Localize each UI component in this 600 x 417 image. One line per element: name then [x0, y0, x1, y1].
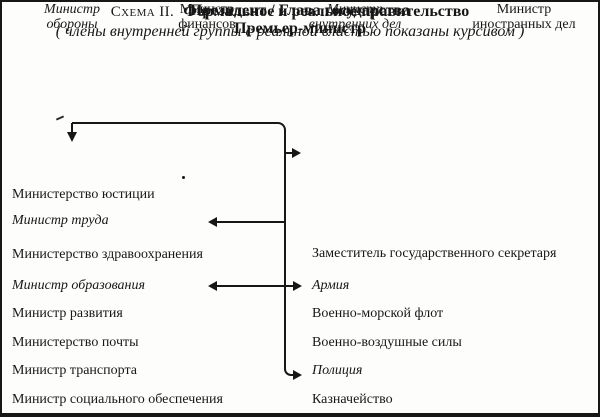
navy: Военно-морской флот [312, 306, 444, 321]
arrow-to-defense-head [67, 132, 77, 142]
ministry-justice: Министерство юстиции [12, 187, 155, 202]
minister-foreign-line2: иностранных дел [472, 17, 576, 32]
title-line-1: Схема II. Формальное и реальное правитель… [2, 2, 578, 22]
minister-finance-line1: Министр [179, 2, 235, 17]
treasury: Казначейство [312, 392, 393, 407]
arrow-to-interior-head [292, 148, 301, 158]
army: Армия [312, 278, 350, 293]
minister-defense-line2: обороны [46, 17, 98, 32]
minister-finance-line2: финансов [178, 17, 236, 32]
minister-development: Министр развития [12, 306, 123, 321]
ministry-post: Министерство почты [12, 335, 139, 350]
title-subtitle: ( члены внутренней группы с реальной вла… [55, 23, 525, 40]
schema-label: Схема II. [110, 4, 175, 20]
arrow-to-labor-shaft [216, 221, 284, 223]
minister-defense-line1: Министр [44, 2, 100, 17]
air-force: Военно-воздушные силы [312, 335, 462, 350]
minister-labor: Министр труда [12, 213, 109, 228]
premier-line: Премьер-министр [234, 20, 366, 37]
figure-title: Схема II. Формальное и реальное правитель… [2, 2, 598, 42]
arrow-army-head [293, 281, 302, 291]
bracket-line [72, 122, 286, 368]
print-tick-artifact [55, 115, 65, 121]
ministry-health: Министерство здравоохранения [12, 247, 203, 262]
minister-foreign: Министр иностранных дел [448, 2, 598, 32]
arrow-to-interior-shaft [286, 152, 293, 154]
minister-finance: Министр финансов [155, 2, 259, 32]
arrow-to-police-elbow [284, 360, 296, 376]
minister-social-security: Министр социального обеспечения [12, 392, 223, 407]
minister-education: Министр образования [12, 278, 145, 293]
arrow-to-defense-shaft [71, 123, 73, 133]
president-line: Президент / Глава государства [189, 2, 411, 19]
government-head: Президент / Глава государства Премьер-ми… [2, 2, 598, 38]
arrow-to-labor-head [208, 217, 217, 227]
print-dot-artifact [182, 176, 185, 179]
minister-interior-line1: Министр [327, 2, 383, 17]
arrow-education-army-shaft [216, 285, 294, 287]
minister-foreign-line1: Министр [496, 2, 552, 17]
minister-defense: Министр обороны [20, 2, 124, 32]
title-main: Формальное и реальное правительство [183, 3, 470, 20]
minister-interior-line2: внутренних дел [308, 17, 402, 32]
arrow-education-head [208, 281, 217, 291]
arrow-to-police-head [293, 370, 302, 380]
minister-interior: Министр внутренних дел [289, 2, 421, 32]
police: Полиция [312, 363, 363, 378]
deputy-secretary-state: Заместитель государственного секретаря [312, 246, 557, 261]
minister-transport: Министр транспорта [12, 363, 137, 378]
